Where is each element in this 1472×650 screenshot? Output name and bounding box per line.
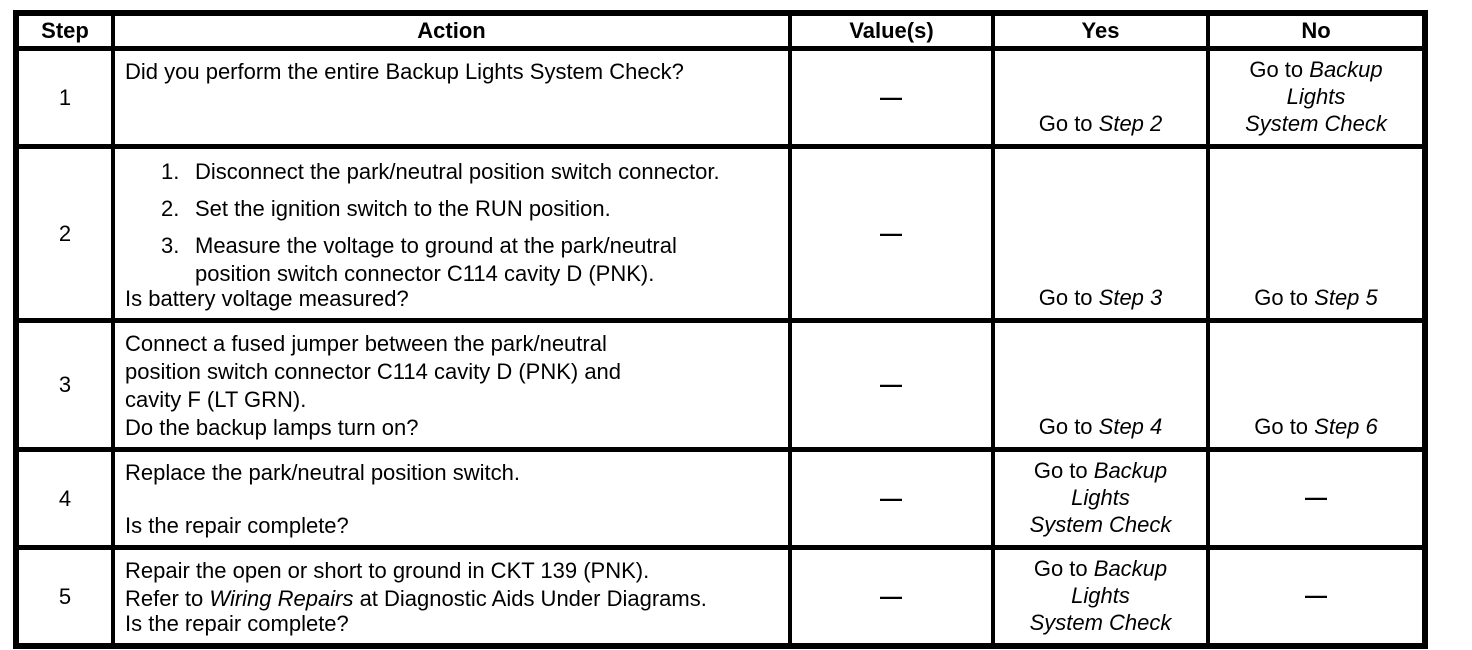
step-number: 4: [14, 447, 115, 550]
table-row-step-3: 3 Connect a fused jumper between the par…: [14, 318, 1427, 452]
action-cell: Did you perform the entire Backup Lights…: [111, 46, 792, 149]
list-item-number: 3.: [161, 233, 180, 258]
list-item-text: Disconnect the park/neutral position swi…: [195, 159, 720, 184]
no-text: Go to Step 5: [1254, 285, 1378, 310]
yes-cell: Go to Step 4: [991, 318, 1210, 452]
column-header-yes: Yes: [991, 10, 1210, 51]
step-number: 3: [14, 318, 115, 452]
step-number: 1: [14, 46, 115, 149]
value-cell: —: [788, 46, 995, 149]
action-cell: Connect a fused jumper between the park/…: [111, 318, 792, 452]
list-item-text: Set the ignition switch to the RUN posit…: [195, 196, 611, 221]
action-question: Is battery voltage measured?: [125, 286, 409, 311]
action-text: Did you perform the entire Backup Lights…: [125, 59, 684, 84]
value-cell: —: [788, 144, 995, 323]
value-cell: —: [788, 545, 995, 649]
list-item-number: 2.: [161, 196, 180, 221]
no-cell: —: [1206, 447, 1427, 550]
column-header-value: Value(s): [788, 10, 995, 51]
action-question: Is the repair complete?: [125, 611, 349, 636]
action-list: 1. Disconnect the park/neutral position …: [125, 156, 778, 288]
table-row-step-2: 2 1. Disconnect the park/neutral positio…: [14, 144, 1427, 323]
step-number: 5: [14, 545, 115, 649]
action-cell: Replace the park/neutral position switch…: [111, 447, 792, 550]
column-header-step: Step: [14, 10, 115, 51]
column-header-action: Action: [111, 10, 792, 51]
column-header-no: No: [1206, 10, 1427, 51]
no-text: —: [1305, 583, 1327, 608]
value-cell: —: [788, 447, 995, 550]
no-cell: Go to Step 6: [1206, 318, 1427, 452]
list-item-number: 1.: [161, 159, 180, 184]
yes-text: Go to Step 4: [1038, 414, 1163, 439]
action-cell: 1. Disconnect the park/neutral position …: [111, 144, 792, 323]
action-question: Is the repair complete?: [125, 513, 349, 538]
table-row-step-5: 5 Repair the open or short to ground in …: [14, 545, 1427, 649]
list-item: 2. Set the ignition switch to the RUN po…: [161, 195, 778, 223]
value-cell: —: [788, 318, 995, 452]
action-text: Repair the open or short to ground in CK…: [125, 558, 707, 611]
action-question: Do the backup lamps turn on?: [125, 415, 419, 440]
list-item-text: Measure the voltage to ground at the par…: [195, 233, 677, 286]
table-row-step-4: 4 Replace the park/neutral position swit…: [14, 447, 1427, 550]
table-row-step-1: 1 Did you perform the entire Backup Ligh…: [14, 46, 1427, 149]
backup-lights-diagnostic-table: Step Action Value(s) Yes No 1 Did you pe…: [13, 10, 1428, 649]
yes-text: Go to Step 2: [1038, 111, 1163, 136]
action-text: Replace the park/neutral position switch…: [125, 460, 520, 485]
no-text: —: [1305, 485, 1327, 510]
no-text: Go to Step 6: [1254, 414, 1378, 439]
header-row: Step Action Value(s) Yes No: [14, 10, 1427, 51]
no-cell: —: [1206, 545, 1427, 649]
yes-cell: Go to Step 3: [991, 144, 1210, 323]
yes-cell: Go to Step 2: [991, 46, 1210, 149]
no-cell: Go to Step 5: [1206, 144, 1427, 323]
action-cell: Repair the open or short to ground in CK…: [111, 545, 792, 649]
step-number: 2: [14, 144, 115, 323]
list-item: 1. Disconnect the park/neutral position …: [161, 158, 778, 186]
yes-text: Go to Step 3: [1038, 285, 1163, 310]
action-text: Connect a fused jumper between the park/…: [125, 331, 622, 412]
list-item: 3. Measure the voltage to ground at the …: [161, 232, 778, 288]
